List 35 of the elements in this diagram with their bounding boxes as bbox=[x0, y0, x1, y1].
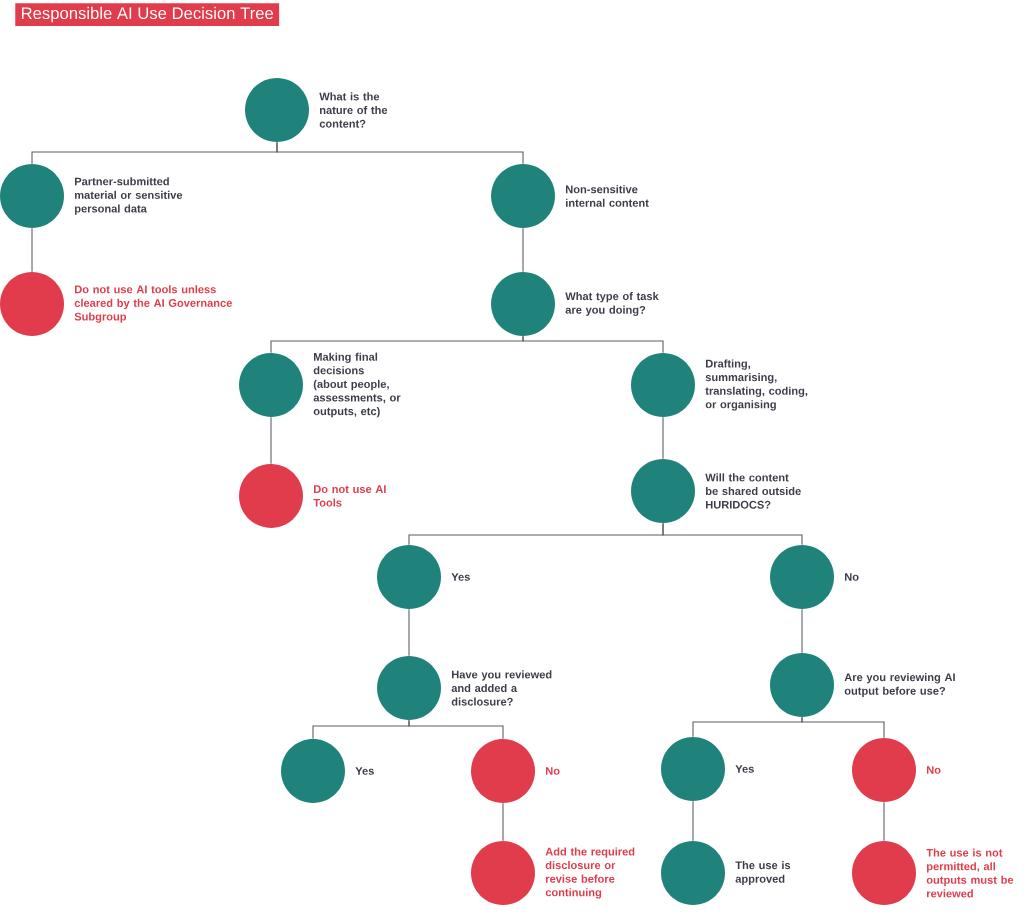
connector-line bbox=[408, 608, 410, 657]
title-banner: Responsible AI Use Decision Tree bbox=[15, 3, 280, 26]
node-caption: The use is approved bbox=[735, 861, 791, 885]
node-caption: Yes bbox=[735, 765, 754, 773]
connector-line bbox=[692, 800, 694, 842]
node-caption: No bbox=[927, 766, 941, 774]
connector-line bbox=[502, 802, 504, 842]
connector-line bbox=[276, 141, 524, 165]
node-caption: Non-sensitive internal content bbox=[566, 185, 649, 207]
connector-line bbox=[522, 227, 524, 273]
node-caption: No bbox=[845, 573, 859, 581]
node-caption: Yes bbox=[451, 573, 470, 581]
node-caption: Have you reviewed and added a disclosure? bbox=[451, 670, 552, 706]
node-caption: Do not use AI Tools bbox=[313, 485, 386, 507]
connector-line bbox=[31, 227, 33, 273]
node-caption: No bbox=[546, 767, 560, 775]
node-caption: Yes bbox=[355, 767, 374, 775]
node-caption: What is the nature of the content? bbox=[319, 92, 388, 128]
node-caption: Are you reviewing AI output before use? bbox=[844, 673, 955, 697]
node-caption: Drafting, summarising, translating, coding, or organising bbox=[705, 359, 808, 411]
node-caption: Partner-submitted material or sensitive personal data bbox=[75, 177, 183, 215]
node-caption: Add the required disclosure or revise before continuing bbox=[545, 847, 635, 899]
node-caption: Will the content be shared outside HURIDOCS? bbox=[705, 473, 801, 509]
connector-line bbox=[801, 608, 803, 654]
connector-line bbox=[883, 801, 885, 842]
connector-line bbox=[662, 416, 664, 460]
connector-line bbox=[662, 522, 803, 546]
connector-line bbox=[801, 716, 885, 739]
node-caption: The use is not permitted, all outputs must be reviewed bbox=[926, 848, 1014, 898]
node-caption: What type of task are you doing? bbox=[565, 292, 659, 316]
node-caption: Making final decisions (about people, assessments, or outputs, etc) bbox=[313, 352, 401, 418]
connector-line bbox=[522, 335, 664, 354]
node-caption: Do not use AI tools unless cleared by the AI Governance Subgroup bbox=[74, 285, 232, 323]
connector-line bbox=[270, 416, 272, 465]
connector-line bbox=[408, 719, 504, 740]
